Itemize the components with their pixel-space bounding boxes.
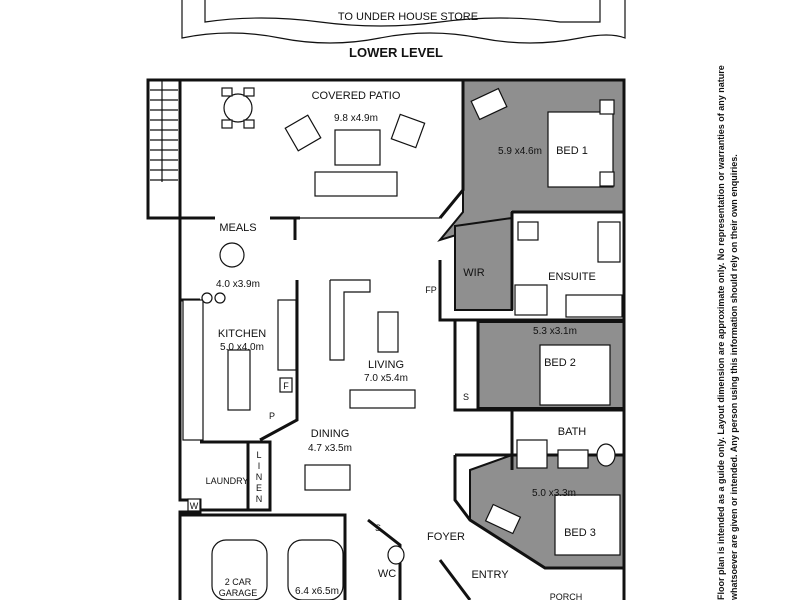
kitchen-label: KITCHEN [218,328,266,340]
foyer-label: FOYER [427,531,465,543]
porch-label: PORCH [550,592,583,600]
walls [146,78,626,600]
bed3-label: BED 3 [564,527,596,539]
linen-letter: L [256,450,261,460]
fp-label: FP [425,285,437,295]
wir-floor [454,216,513,311]
laundry-label: LAUNDRY [206,476,249,486]
disclaimer-line1: Floor plan is intended as a guide only. … [716,65,726,600]
dining-dim: 4.7 x3.5m [308,443,352,454]
covered-patio-label: COVERED PATIO [312,90,401,102]
dining-table [304,464,351,491]
linen-letter: N [256,472,263,482]
kitchen-dim: 5.0 x4.0m [220,342,264,353]
fridge-box [279,377,293,393]
garage-cars [211,539,344,600]
under-house-store-outline [181,0,626,44]
living-dim: 7.0 x5.4m [364,373,408,384]
wc-fixtures [387,545,405,565]
level-title: LOWER LEVEL [349,45,443,60]
bath-label: BATH [558,426,587,438]
ensuite-fixtures [514,221,623,318]
covered-patio-dim: 9.8 x4.9m [334,113,378,124]
meals-label: MEALS [219,222,256,234]
garage-dim: 6.4 x6.5m [295,586,339,597]
bed1-furniture [470,87,615,188]
store-marker-1: S [463,392,469,402]
linen-letter: E [256,483,262,493]
linen-label: L I N E N [256,450,263,504]
living-furniture [329,279,416,409]
bed3-furniture [484,494,621,556]
pantry-marker: P [269,411,275,421]
living-label: LIVING [368,359,404,371]
bed1-label: BED 1 [556,145,588,157]
linen-letter: I [258,461,261,471]
bed3-dim: 5.0 x3.3m [532,488,576,499]
entry-label: ENTRY [471,569,509,581]
store-label: TO UNDER HOUSE STORE [338,11,478,23]
wir-label: WIR [463,267,484,279]
linen-letter: N [256,494,263,504]
bath-fixtures [516,439,616,469]
store-marker-2: S [375,523,381,533]
meals-dim: 4.0 x3.9m [216,279,260,290]
washer-box [187,498,201,512]
wc-label: WC [378,568,396,580]
ensuite-label: ENSUITE [548,271,596,283]
disclaimer: Floor plan is intended as a guide only. … [716,65,739,600]
washer-marker: W [190,501,199,511]
bed2-label: BED 2 [544,357,576,369]
disclaimer-line2: whatsoever are given or intended. Any pe… [729,154,739,600]
bed2-dim: 5.3 x3.1m [533,326,577,337]
bed2-furniture [539,344,611,406]
meals-table [201,242,245,304]
patio-furniture [221,87,426,197]
kitchen-island [227,349,251,411]
fridge-marker: F [283,381,289,391]
bed1-dim: 5.9 x4.6m [498,146,542,157]
dining-label: DINING [311,428,350,440]
garage-line1: 2 CAR [225,577,252,587]
garage-line2: GARAGE [219,588,258,598]
